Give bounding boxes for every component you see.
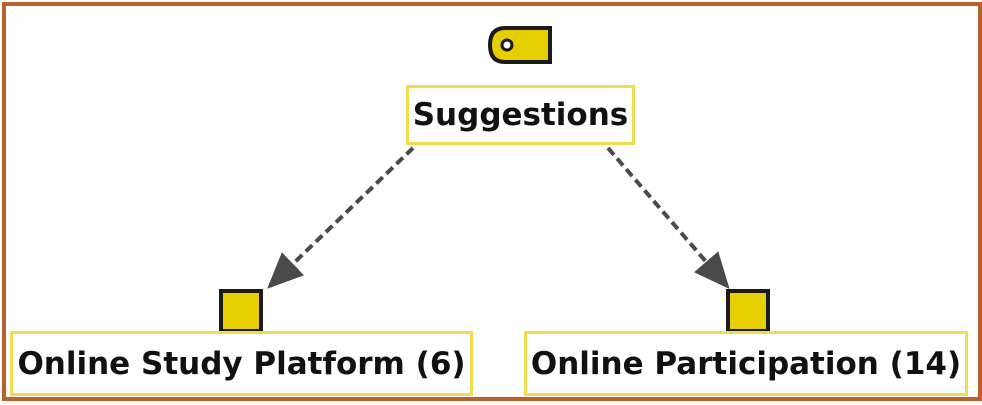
- node-label: Suggestions: [412, 97, 629, 133]
- square-node-icon: [219, 289, 263, 333]
- node-suggestions[interactable]: Suggestions: [406, 85, 635, 145]
- node-label: Online Study Platform (6): [17, 345, 466, 382]
- tag-icon: [487, 26, 552, 64]
- square-node-icon: [726, 289, 770, 333]
- edge-suggestions-to-online-study-platform: [267, 146, 415, 289]
- edge-suggestions-to-online-participation: [606, 146, 730, 290]
- node-online-study-platform[interactable]: Online Study Platform (6): [10, 331, 473, 396]
- node-label: Online Participation (14): [530, 345, 962, 382]
- node-online-participation[interactable]: Online Participation (14): [524, 331, 968, 396]
